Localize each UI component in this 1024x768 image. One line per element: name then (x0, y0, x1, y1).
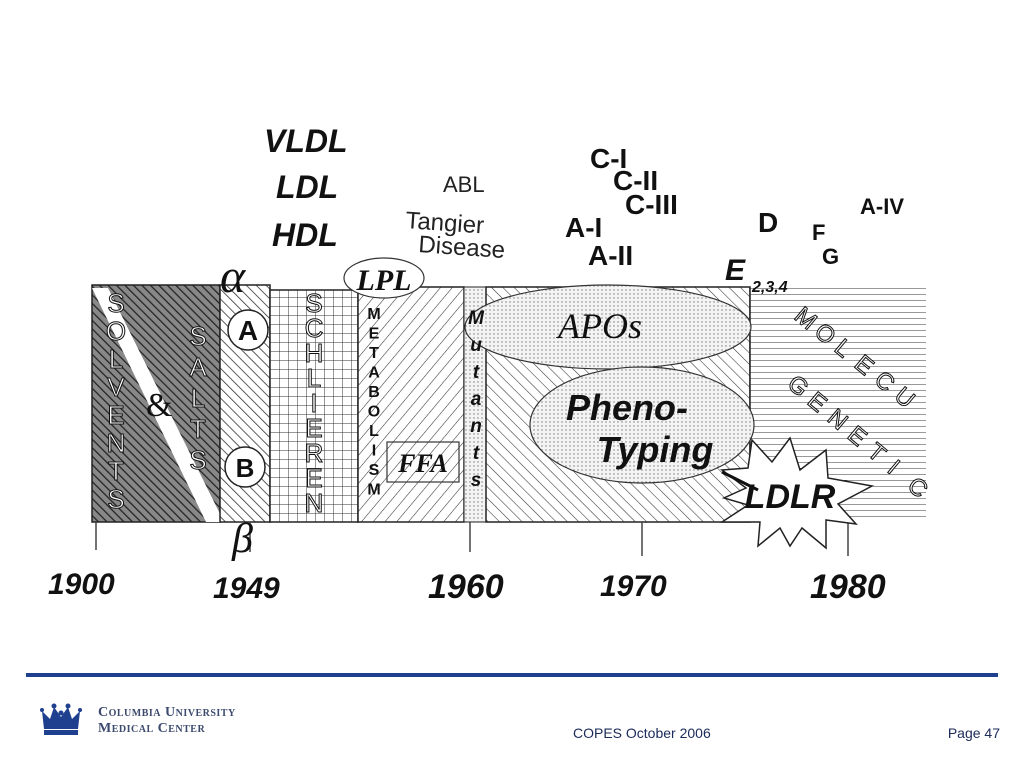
solvents-letter: L (109, 344, 123, 374)
schlieren-letter: C (305, 313, 324, 343)
mutants-letter: a (471, 389, 482, 410)
diagonal-divider (92, 288, 224, 522)
year-1949: 1949 (213, 572, 280, 605)
label-pheno: Pheno- (566, 387, 688, 428)
label-d: D (758, 207, 778, 238)
metabolism-letter: A (368, 365, 380, 382)
label-beta: β (231, 516, 253, 562)
label-typing: Typing (597, 429, 714, 470)
lpl-ellipse (343, 257, 425, 299)
label-alpha: α (220, 250, 246, 303)
salts-letter: A (189, 352, 207, 382)
schlieren-letter: N (305, 488, 324, 518)
year-1970: 1970 (600, 570, 667, 603)
salts-letter: S (189, 321, 206, 351)
label-hdl: HDL (272, 217, 338, 253)
logo-wordmark: Columbia University Medical Center (98, 705, 236, 737)
schlieren-letter: E (305, 463, 322, 493)
mutants-letter: t (473, 443, 480, 464)
label-a-ii: A-II (588, 240, 633, 271)
label-c-ii: C-II (613, 165, 658, 196)
mutants-letter: u (470, 335, 482, 356)
mutants-letter: n (470, 416, 482, 437)
metabolism-letter: M (367, 482, 380, 499)
page-number: Page 47 (947, 725, 1000, 741)
mutants-letter: t (473, 362, 480, 383)
year-ticks (95, 522, 849, 556)
label-g: G (822, 244, 839, 269)
circle-b-label: B (236, 453, 255, 483)
schlieren-letter: H (305, 338, 324, 368)
phenotyping-ellipse (529, 366, 755, 484)
metabolism-letter: L (369, 423, 379, 440)
mutants-letter: M (468, 308, 485, 329)
metabolism-letter: M (367, 306, 380, 323)
salts-letter: S (189, 445, 206, 475)
schlieren-letter: I (310, 388, 317, 418)
salts-letter: L (191, 383, 205, 413)
ldlr-starburst (719, 436, 875, 550)
solvents-letter: O (106, 316, 126, 346)
label-tangier: Tangier (405, 207, 485, 239)
solvents-letter: T (108, 456, 124, 486)
label-ldl: LDL (276, 169, 338, 205)
metabolism-letter: E (369, 326, 380, 343)
label-ldlr: LDLR (745, 478, 836, 516)
salts-letter: T (190, 414, 206, 444)
solvents-letter: S (107, 484, 124, 514)
schlieren-letter: R (305, 438, 324, 468)
label-ampersand: & (146, 387, 172, 424)
schlieren-letter: S (305, 288, 322, 318)
year-1960: 1960 (428, 568, 504, 606)
ffa-box (386, 441, 460, 483)
label-a-i: A-I (565, 212, 602, 243)
year-labels: 1900 1949 1960 1970 1980 (48, 568, 886, 606)
solvents-letter: V (107, 372, 125, 402)
footer-rule (26, 673, 998, 677)
footer-date: COPES October 2006 (573, 725, 711, 741)
label-disease: Disease (418, 231, 506, 264)
ldlr-arrow (721, 470, 759, 492)
label-f: F (812, 220, 825, 245)
solvents-letter: S (107, 288, 124, 318)
label-c-i: C-I (590, 143, 627, 174)
metabolism-letter: B (368, 384, 380, 401)
label-a-iv: A-IV (860, 194, 904, 219)
metabolism-letter: I (372, 443, 376, 460)
schlieren-letter: E (305, 413, 322, 443)
label-vldl: VLDL (264, 123, 348, 159)
label-lpl: LPL (356, 264, 412, 297)
label-e-subscript: 2,3,4 (751, 279, 788, 296)
circle-b: B (224, 446, 266, 488)
lipoprotein-history-diagram: 1900 1949 1960 1970 1980 VLDL LDL HDL AB… (48, 123, 933, 606)
solvents-letter: N (107, 428, 126, 458)
mutants-letter: s (471, 470, 482, 491)
metabolism-letter: S (369, 462, 380, 479)
label-ffa: FFA (397, 449, 448, 478)
label-c-iii: C-III (625, 189, 678, 220)
metabolism-band (357, 286, 465, 523)
year-1980: 1980 (810, 568, 886, 606)
solvents-letter: E (107, 400, 124, 430)
logo-line-2: Medical Center (98, 721, 206, 736)
metabolism-letter: O (368, 404, 380, 421)
metabolism-letter: T (369, 345, 379, 362)
logo-line-1: Columbia University (98, 705, 236, 720)
circle-a: A (227, 309, 269, 351)
label-apos: APOs (556, 306, 642, 346)
label-abl: ABL (443, 172, 485, 197)
label-e: E (725, 254, 746, 287)
year-1900: 1900 (48, 568, 115, 601)
schlieren-band (269, 289, 359, 523)
columbia-crown-logo-icon (40, 703, 82, 735)
schlieren-letter: L (307, 363, 321, 393)
circle-a-label: A (238, 315, 258, 346)
